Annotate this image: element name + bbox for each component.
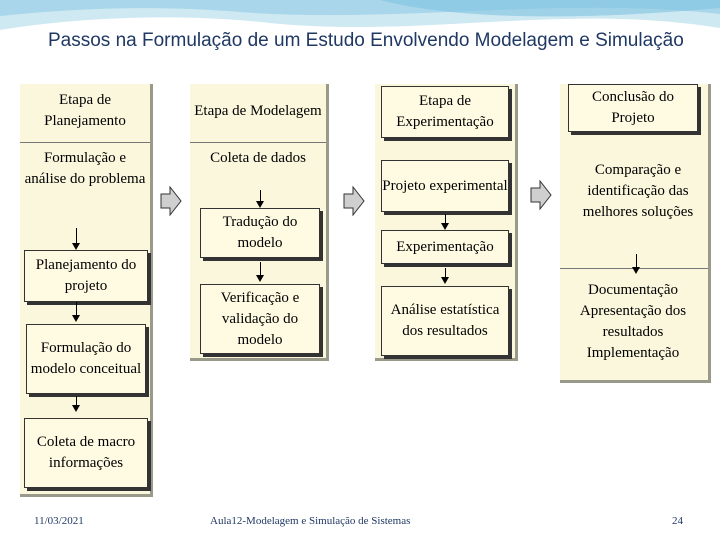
box-comparacao: Comparação e identificação das melhores … <box>574 160 702 252</box>
header-modelagem: Etapa de Modelagem <box>190 84 326 138</box>
connector-line <box>76 302 77 316</box>
box-analise-estatistica: Análise estatística dos resultados <box>381 286 509 356</box>
header-conclusao: Conclusão do Projeto <box>568 84 698 132</box>
box-coleta-dados: Coleta de dados <box>192 148 324 196</box>
column-planejamento: Etapa de Planejamento Formulação e análi… <box>20 84 153 497</box>
footer-course: Aula12-Modelagem e Simulação de Sistemas <box>210 515 410 527</box>
header-separator <box>20 142 150 143</box>
header-experimentacao: Etapa de Experimentação <box>381 86 509 138</box>
header-planejamento: Etapa de Planejamento <box>20 84 150 138</box>
column-modelagem: Etapa de Modelagem Coleta de dados Tradu… <box>190 84 329 361</box>
footer-page-number: 24 <box>672 515 683 527</box>
footer-date: 11/03/2021 <box>34 515 84 527</box>
box-formulacao-problema: Formulação e análise do problema <box>22 148 148 226</box>
connector-line <box>636 254 637 268</box>
connector-arrowhead <box>72 405 80 412</box>
box-coleta-macro: Coleta de macro informações <box>24 418 148 488</box>
stage-arrow-1 <box>160 186 182 216</box>
stage-arrow-3 <box>530 180 552 210</box>
box-verificacao-validacao: Verificação e validação do modelo <box>200 284 320 354</box>
connector-line <box>76 228 77 244</box>
connector-arrowhead <box>441 223 449 230</box>
connector-arrowhead <box>72 243 80 250</box>
box-projeto-experimental: Projeto experimental <box>381 160 509 212</box>
box-experimentacao: Experimentação <box>381 230 509 264</box>
connector-arrowhead <box>72 315 80 322</box>
connector-arrowhead <box>441 277 449 284</box>
connector-arrowhead <box>256 275 264 282</box>
column-conclusao: Conclusão do Projeto Comparação e identi… <box>560 84 711 383</box>
connector-line <box>260 262 261 276</box>
connector-arrowhead <box>256 201 264 208</box>
connector-arrowhead <box>632 267 640 274</box>
header-separator <box>190 142 326 143</box>
stage-arrow-2 <box>343 186 365 216</box>
box-modelo-conceitual: Formulação do modelo conceitual <box>26 324 146 394</box>
box-documentacao: Documentação Apresentação dos resultados… <box>564 280 702 372</box>
box-traducao-modelo: Tradução do modelo <box>200 208 320 258</box>
page-title: Passos na Formulação de um Estudo Envolv… <box>48 30 688 52</box>
box-planejamento-projeto: Planejamento do projeto <box>24 250 148 302</box>
